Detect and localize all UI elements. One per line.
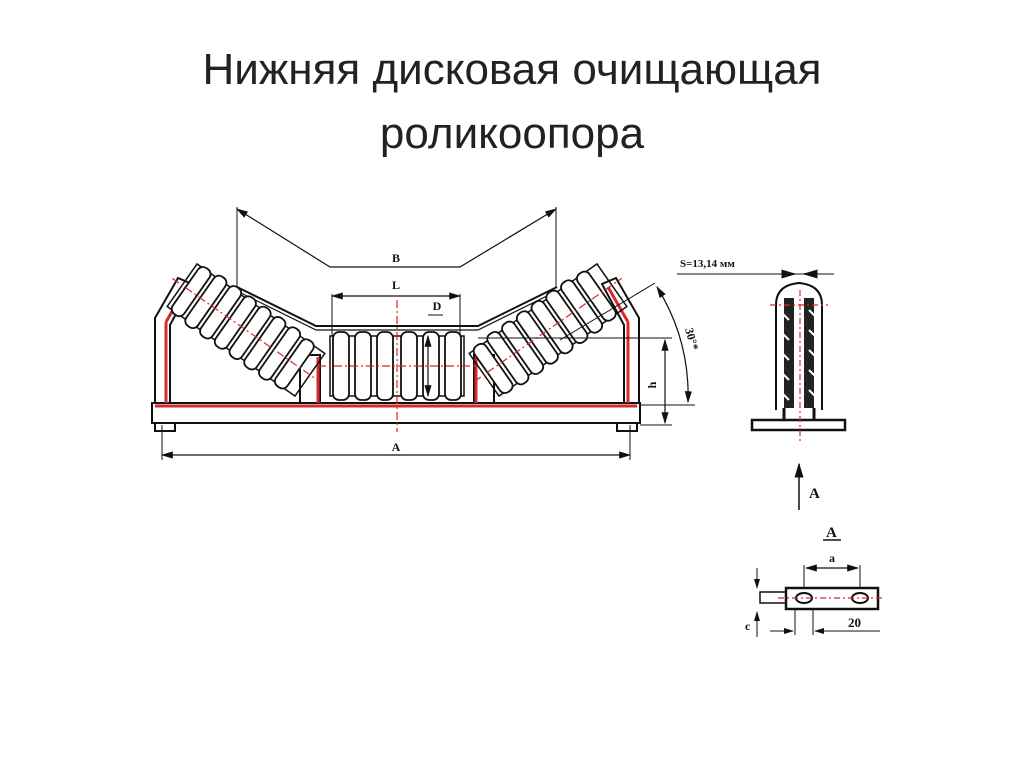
angle-label: 30°* <box>682 326 701 352</box>
dim-a-small-label: a <box>829 551 835 565</box>
view-a: A a c 20 <box>745 525 882 637</box>
dim-b-label: B <box>392 251 400 265</box>
thickness-label: S=13,14 мм <box>680 258 735 270</box>
dim-20-label: 20 <box>848 615 861 630</box>
dim-l-label: L <box>392 278 400 292</box>
slide-title: Нижняя дисковая очищающая роликоопора <box>0 38 1024 166</box>
view-arrow-label: A <box>809 486 820 502</box>
dim-d-label: D <box>433 299 442 313</box>
front-view: B L D A h 30°* <box>151 207 702 460</box>
dim-c-label: c <box>745 619 751 633</box>
side-view: S=13,14 мм A <box>677 258 847 510</box>
dim-a-label: A <box>392 440 401 454</box>
view-a-title: A <box>826 525 837 541</box>
title-line-1: Нижняя дисковая очищающая <box>202 45 822 94</box>
dim-h-label: h <box>645 381 659 388</box>
title-line-2: роликоопора <box>379 109 645 158</box>
